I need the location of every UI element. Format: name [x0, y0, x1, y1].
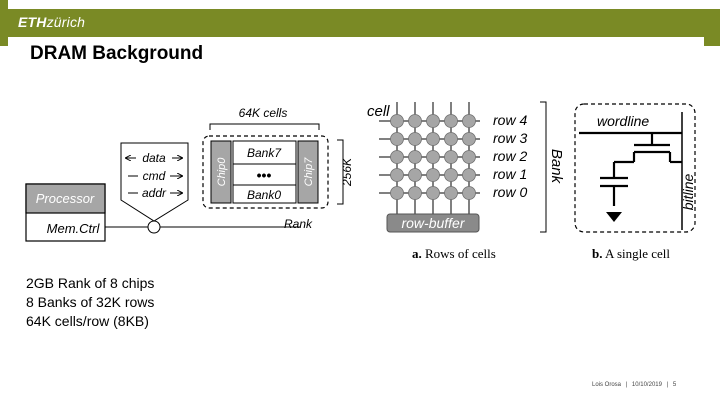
chip0: [210, 140, 232, 204]
processor-header: [25, 183, 106, 214]
cells-label: 64K cells: [239, 106, 288, 120]
row-label-4: row 4: [493, 112, 527, 128]
header-bar: ETHzürich: [0, 0, 720, 46]
cell-circuit: [579, 112, 683, 230]
eth-logo: ETHzürich: [18, 14, 86, 30]
bank-stack: [232, 140, 297, 204]
memctrl-label: Mem.Ctrl: [47, 221, 101, 236]
signal-addr: addr: [128, 186, 182, 200]
svg-text:data: data: [142, 151, 166, 165]
row-buffer: [386, 213, 480, 233]
ground-symbol: [606, 212, 622, 222]
footer-sep-2: |: [666, 382, 669, 388]
row-label-2: row 2: [493, 148, 527, 164]
svg-text:addr: addr: [142, 186, 167, 200]
cell-label: cell: [367, 103, 390, 120]
svg-text:Chip0: Chip0: [216, 157, 228, 187]
bank-bracket: [540, 101, 547, 233]
footer-date: 10/10/2019: [631, 382, 662, 388]
header-bar-left: [0, 0, 8, 46]
notes-list: 2GB Rank of 8 chips 8 Banks of 32K rows …: [26, 274, 154, 331]
signal-cmd: cmd: [128, 169, 182, 183]
bank7-label: Bank7: [247, 146, 282, 160]
footer-page: 5: [672, 382, 677, 388]
page-title: DRAM Background: [30, 43, 204, 64]
wordline-label: wordline: [597, 113, 649, 129]
svg-text:Chip7: Chip7: [303, 157, 315, 187]
note-rank: 2GB Rank of 8 chips: [26, 275, 155, 291]
caption-a: a. Rows of cells: [412, 246, 496, 261]
footer-author: Lois Orosa: [592, 382, 622, 388]
bank0-label: Bank0: [247, 188, 281, 202]
svg-text:cmd: cmd: [143, 169, 166, 183]
rows-256k-label: 256K: [340, 157, 354, 187]
chip7: [297, 140, 319, 204]
row-label-1: row 1: [493, 166, 527, 182]
bank-dots: •••: [257, 167, 272, 183]
footer-sep-1: |: [625, 382, 628, 388]
cells: [390, 114, 476, 200]
rows-bracket: [337, 139, 344, 205]
bus-junction: [147, 220, 161, 234]
signal-callout: [120, 142, 189, 222]
signal-data: data: [126, 151, 182, 165]
bank-label: Bank: [548, 149, 565, 185]
note-cells: 64K cells/row (8KB): [26, 313, 149, 329]
processor-label: Processor: [36, 191, 95, 206]
footer: Lois Orosa | 10/10/2019 | 5: [592, 382, 679, 388]
rank-label: Rank: [284, 217, 313, 231]
caption-b: b. A single cell: [592, 246, 670, 261]
bitline-label: bitline: [680, 174, 696, 211]
header-bar-gap: [8, 37, 14, 46]
header-bar-main: [8, 9, 720, 37]
svg-text:row-buffer: row-buffer: [401, 215, 465, 231]
cells-bracket: [209, 123, 320, 130]
row-label-3: row 3: [493, 130, 527, 146]
single-cell-box: [574, 103, 696, 233]
rank-box: [202, 135, 329, 209]
note-banks: 8 Banks of 32K rows: [26, 294, 155, 310]
header-bar-right: [704, 37, 720, 46]
row-label-0: row 0: [493, 184, 527, 200]
